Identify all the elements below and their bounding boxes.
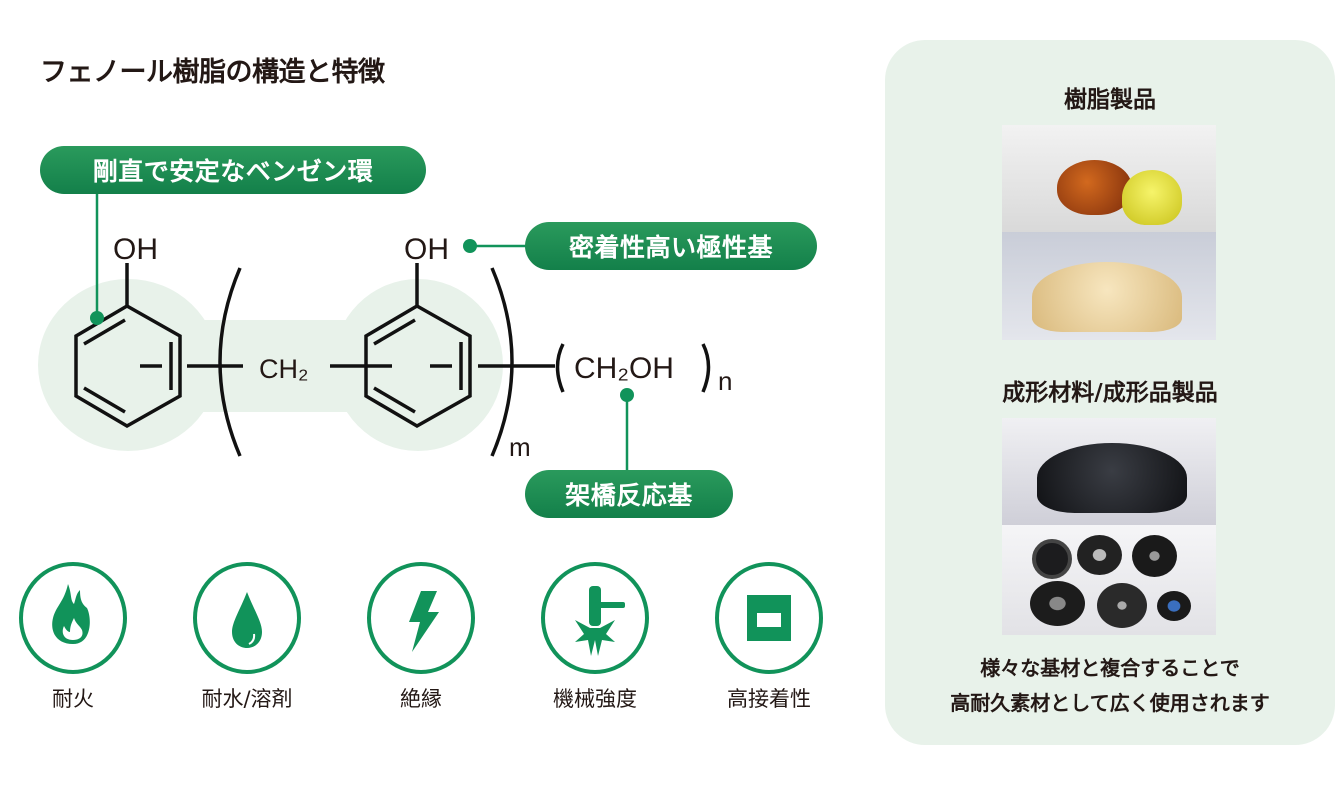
callout-polar-group: 密着性高い極性基 — [525, 222, 817, 270]
impact-hammer-icon — [575, 586, 625, 656]
panel-title-molding-materials: 成形材料/成形品製品 — [1002, 380, 1218, 406]
panel-description-line2: 高耐久素材として広く使用されます — [950, 691, 1270, 715]
oh-right: OH — [404, 233, 449, 266]
callout-connectors — [90, 190, 634, 472]
callout-benzene: 剛直で安定なベンゼン環 — [40, 146, 426, 194]
feature-icons — [19, 562, 823, 674]
benzene-ring-right — [364, 263, 472, 429]
panel-description: 様々な基材と複合することで 高耐久素材として広く使用されます — [885, 651, 1335, 721]
photo-resin-liquid — [1002, 125, 1216, 232]
paren-open-m — [218, 267, 242, 457]
ch2oh-label: CH₂OH — [574, 352, 674, 385]
photo-resin-flakes — [1002, 232, 1216, 340]
feature-label-adhesion: 高接着性 — [727, 687, 811, 711]
paren-close-m — [490, 267, 514, 457]
feature-label-water-solvent-resistance: 耐水/溶剤 — [201, 687, 293, 711]
photo-molding-compound — [1002, 418, 1216, 525]
panel-title-resin-products: 樹脂製品 — [1064, 87, 1156, 113]
photo-molded-pulleys — [1002, 525, 1216, 635]
page-title: フェノール樹脂の構造と特徴 — [40, 57, 385, 88]
ch2-label: CH₂ — [259, 354, 308, 384]
callout-crosslink-group: 架橋反応基 — [525, 470, 733, 518]
phenol-resin-structure: OH OH CH₂ CH₂OH m n — [38, 190, 732, 472]
feature-label-mechanical-strength: 機械強度 — [553, 687, 637, 711]
water-drop-icon — [232, 592, 262, 648]
benzene-ring-left — [74, 263, 182, 429]
feature-label-insulation: 絶縁 — [400, 687, 442, 711]
subscript-n: n — [718, 366, 732, 396]
flame-icon — [52, 584, 90, 644]
lightning-icon — [409, 591, 439, 652]
adhesion-icon — [747, 595, 791, 641]
paren-open-n — [555, 343, 565, 393]
paren-close-n — [701, 343, 711, 393]
panel-description-line1: 様々な基材と複合することで — [980, 656, 1240, 680]
bonds — [140, 267, 711, 457]
feature-label-fire-resistance: 耐火 — [52, 687, 94, 711]
oh-left: OH — [113, 233, 158, 266]
subscript-m: m — [509, 432, 531, 462]
